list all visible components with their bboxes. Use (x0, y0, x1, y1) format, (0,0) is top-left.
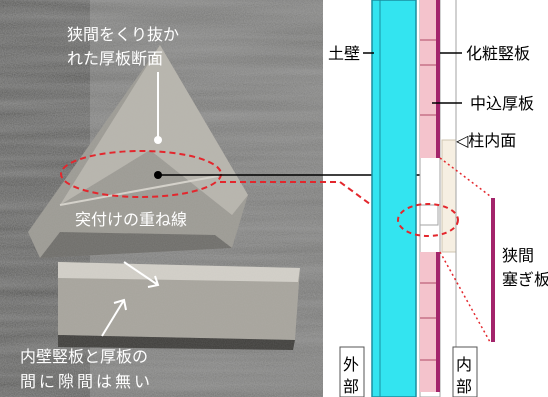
label-loophole-cover-2: 塞ぎ板 (502, 270, 548, 289)
thick-board-lower (420, 252, 438, 392)
label-pillar-inner-face: ◁柱内面 (455, 131, 516, 150)
wall-section-diagram: 土壁 化粧竪板 中込厚板 ◁柱内面 狭間 塞ぎ板 外 部 内 部 (328, 0, 548, 397)
callout-ellipse-diagram (397, 203, 459, 237)
interior-box (452, 346, 478, 397)
cover-projection-top (439, 157, 491, 197)
label-decorative-board: 化粧竪板 (466, 44, 530, 63)
arrow-gap-right-head (147, 275, 160, 288)
arrow-gap-left-shaft (101, 299, 125, 337)
thick-board-gap (419, 204, 439, 226)
exterior-box (339, 346, 365, 397)
label-interior-2: 部 (456, 377, 472, 396)
pillar-inner-face (441, 139, 457, 253)
arrow-gap-right-shaft (123, 261, 159, 286)
leader-photo-dot (154, 171, 162, 179)
photograph: 狭間をくり抜か れた厚板断面 突付けの重ね線 内壁竪板と厚板の 間に隙間は無い (0, 0, 323, 397)
label-exterior-2: 部 (343, 377, 359, 396)
decorative-board-lower (436, 252, 440, 392)
label-interior-1: 内 (456, 355, 472, 374)
thick-board-upper (420, 0, 438, 158)
arrow-gap-left-head (113, 298, 127, 311)
label-cutout-section-1: 狭間をくり抜か (67, 25, 179, 44)
board-joints (420, 39, 438, 361)
label-loophole-cover-1: 狭間 (502, 246, 534, 265)
callout-connector (220, 181, 401, 215)
cover-projection-bottom (439, 251, 491, 343)
label-earth-wall: 土壁 (328, 44, 360, 63)
leader-cutout-dot (154, 136, 162, 144)
photo-noise-top (0, 0, 323, 397)
label-no-gap-2: 間に隙間は無い (20, 372, 153, 391)
label-butt-overlap: 突付けの重ね線 (75, 210, 187, 229)
label-middle-thick-board: 中込厚板 (470, 94, 534, 113)
decorative-board-upper (436, 0, 440, 158)
label-no-gap-1: 内壁竪板と厚板の (20, 347, 148, 366)
label-cutout-section-2: れた厚板断面 (67, 49, 163, 68)
callout-ellipse-photo (60, 150, 222, 198)
label-exterior-1: 外 (343, 355, 359, 374)
earth-wall (371, 0, 417, 397)
